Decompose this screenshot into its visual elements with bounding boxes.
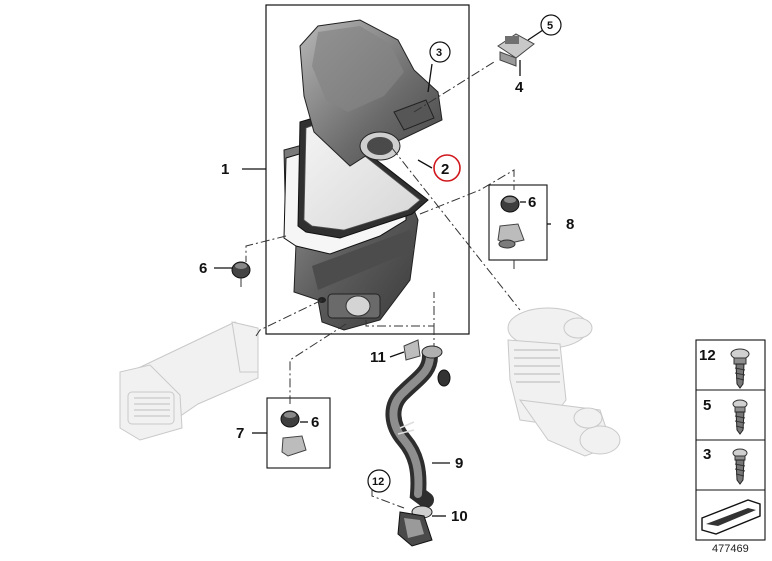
callout-12-ring [367, 469, 391, 493]
callout-5-ring [540, 14, 562, 36]
ghost-clean-air-hose [507, 307, 621, 457]
callout-6-left[interactable]: 6 [199, 260, 207, 277]
callout-2-ring [433, 154, 461, 182]
air-flow-sensor [497, 33, 535, 67]
callout-3-ring [429, 41, 451, 63]
screw-12-icon [730, 348, 750, 389]
callout-12[interactable]: 12 [372, 476, 384, 488]
rubber-mount-bracket-8 [497, 195, 525, 249]
callout-4[interactable]: 4 [515, 79, 524, 96]
rubber-mount-left [231, 261, 251, 279]
callout-2[interactable]: 2 [441, 161, 449, 178]
gasket-strip-icon [701, 499, 761, 535]
screw-3-icon [732, 448, 748, 485]
callout-6-bracket-7[interactable]: 6 [311, 414, 319, 431]
callout-10[interactable]: 10 [451, 508, 468, 525]
hose-connector [397, 505, 433, 547]
diagram-number: 477469 [712, 543, 749, 555]
leader-lines [214, 29, 551, 517]
bracket-box-8 [488, 184, 548, 261]
hose-clip [403, 339, 451, 387]
screw-5-icon [732, 399, 748, 435]
callout-9[interactable]: 9 [455, 455, 463, 472]
bracket-box-7 [266, 397, 331, 469]
connector-lines [240, 61, 521, 509]
callout-11[interactable]: 11 [370, 349, 386, 366]
legend-number-3: 3 [703, 446, 711, 463]
rubber-mount-bracket-7 [280, 410, 307, 457]
legend-number-5: 5 [703, 397, 711, 414]
callout-8[interactable]: 8 [566, 216, 574, 233]
ghost-intake-duct [119, 321, 259, 441]
callout-5[interactable]: 5 [547, 20, 553, 32]
breather-hose [385, 345, 443, 508]
callout-1[interactable]: 1 [221, 161, 229, 178]
callout-3[interactable]: 3 [436, 47, 442, 59]
legend-number-12: 12 [699, 347, 716, 364]
filter-housing-cover [299, 19, 443, 167]
callout-6-bracket-8[interactable]: 6 [528, 194, 536, 211]
callout-7[interactable]: 7 [236, 425, 244, 442]
fastener-legend: 12 5 3 [695, 339, 766, 541]
